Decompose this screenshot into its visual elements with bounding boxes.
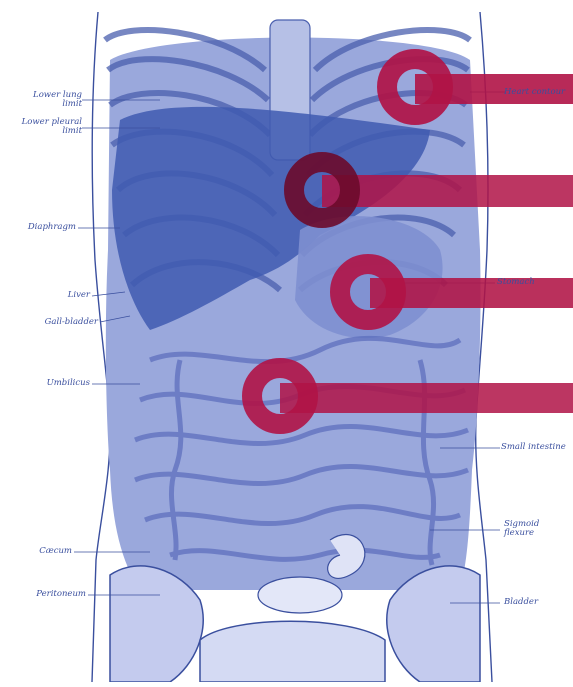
marker-intestine-bar [280,383,573,413]
label-peritoneum: Peritoneum [6,590,86,599]
label-lower-pleural-limit: Lower pleural limit [2,118,82,136]
label-caecum: Cæcum [10,547,72,556]
label-diaphragm: Diaphragm [2,223,76,232]
label-umbilicus: Umbilicus [10,379,90,388]
label-small-intestine: Small intestine [501,443,566,452]
label-bladder: Bladder [504,598,538,607]
label-stomach: Stomach [497,278,535,287]
bladder [258,577,342,613]
label-liver: Liver [20,291,90,300]
label-gall-bladder: Gall-bladder [8,318,98,327]
label-sigmoid-flexure: Sigmoid flexure [504,520,539,538]
label-heart-contour: Heart contour [504,88,565,97]
label-lower-lung-limit: Lower lung limit [8,91,82,109]
